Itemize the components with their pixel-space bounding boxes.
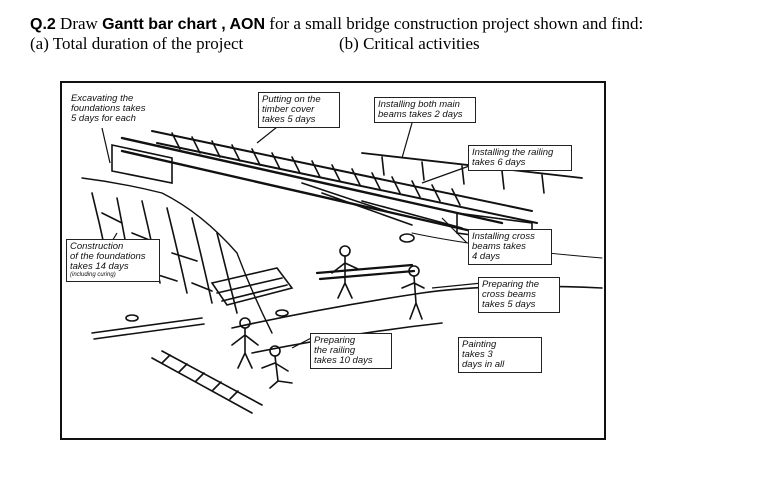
- label-main-beams: Installing both main beams takes 2 days: [374, 97, 476, 123]
- label-painting: Painting takes 3 days in all: [458, 337, 542, 373]
- label-railing-install: Installing the railing takes 6 days: [468, 145, 572, 171]
- bridge-illustration: Excavating the foundations takes 5 days …: [60, 81, 606, 440]
- label-cross-beams-prep: Preparing the cross beams takes 5 days: [478, 277, 560, 313]
- label-cross-beams-install: Installing cross beams takes 4 days: [468, 229, 552, 265]
- part-b: (b) Critical activities: [339, 34, 480, 53]
- label-timber-cover: Putting on the timber cover takes 5 days: [258, 92, 340, 128]
- question-number: Q.2: [30, 16, 56, 33]
- label-excavating: Excavating the foundations takes 5 days …: [71, 93, 146, 124]
- question-parts: (a) Total duration of the project (b) Cr…: [30, 34, 480, 54]
- question-text-a: Draw: [60, 14, 98, 33]
- question-title: Q.2 Draw Gantt bar chart , AON for a sma…: [30, 14, 643, 35]
- part-a: (a) Total duration of the project: [30, 34, 244, 53]
- question-text-b: for a small bridge construction project …: [269, 14, 644, 33]
- question-bold-text: Gantt bar chart , AON: [102, 16, 266, 33]
- label-railing-prep: Preparing the railing takes 10 days: [310, 333, 392, 369]
- label-foundations: Construction of the foundations takes 14…: [66, 239, 160, 282]
